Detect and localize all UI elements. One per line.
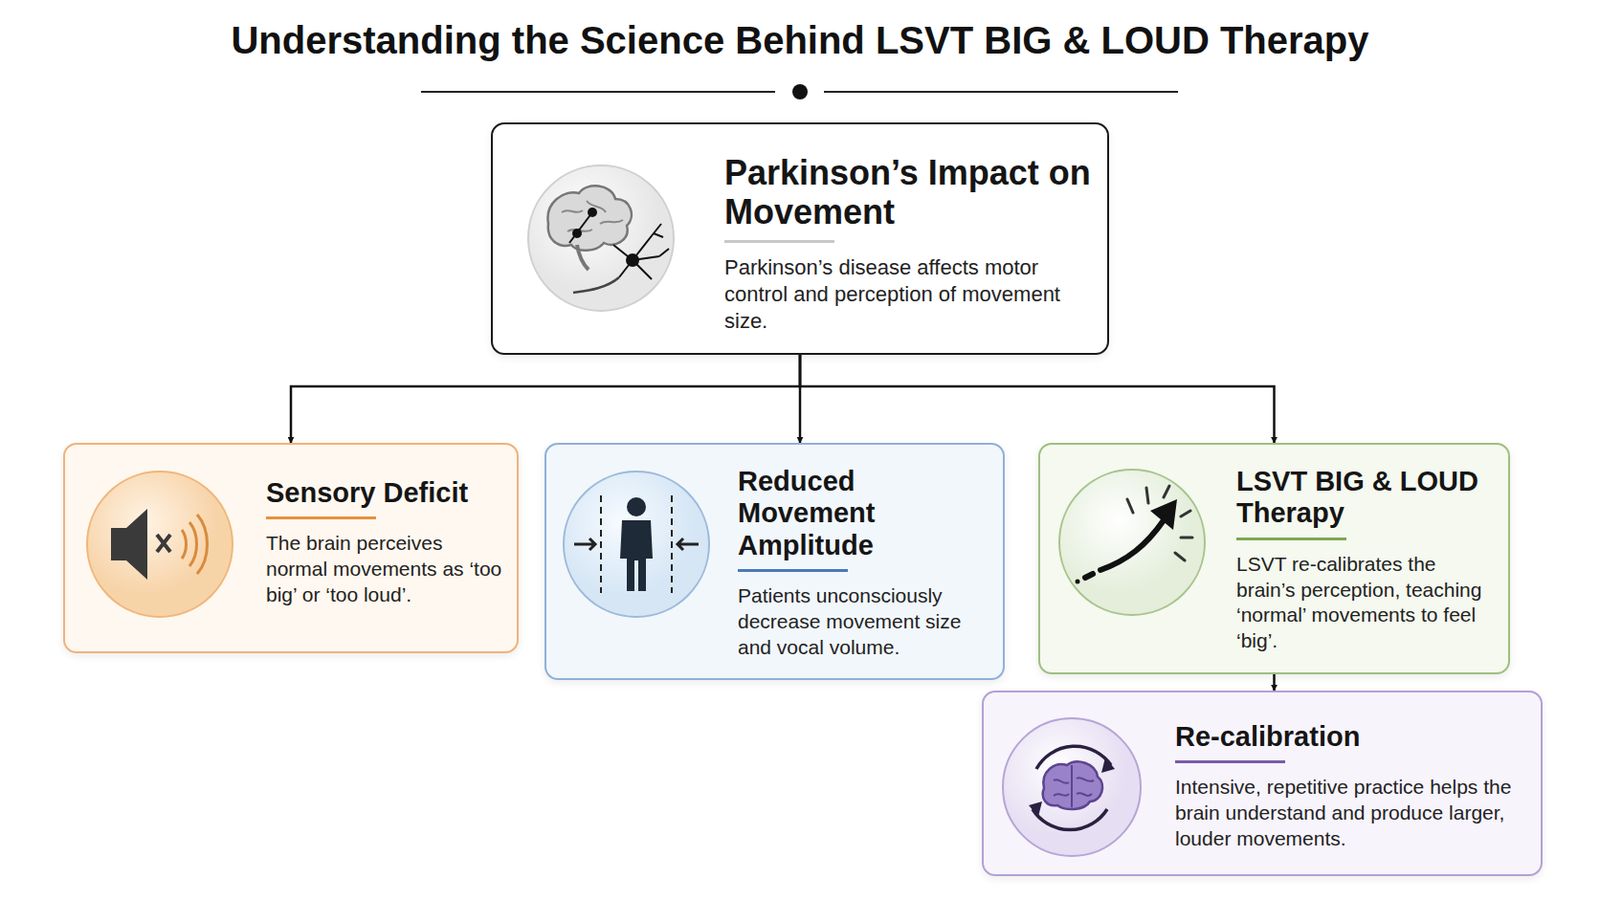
box-body: The brain perceives normal movements as … xyxy=(266,531,506,609)
flow-arrow xyxy=(1272,674,1276,691)
flow-arrow xyxy=(800,355,1275,444)
text-column: Reduced Movement AmplitudePatients uncon… xyxy=(737,466,992,662)
brain-cycle-icon xyxy=(990,706,1154,869)
box-body: Patients unconsciously decrease movement… xyxy=(737,583,992,662)
process-box: Re-calibrationIntensive, repetitive prac… xyxy=(981,690,1543,877)
title-rule xyxy=(421,84,1178,100)
heading-underline xyxy=(266,516,377,520)
process-box: Sensory DeficitThe brain perceives norma… xyxy=(63,443,519,654)
text-column: LSVT BIG & LOUD TherapyLSVT re-calibrate… xyxy=(1236,466,1497,655)
heading-underline xyxy=(1175,760,1286,764)
muted-speaker-icon xyxy=(78,463,242,626)
box-body: LSVT re-calibrates the brain’s perceptio… xyxy=(1236,552,1497,656)
flow-arrow xyxy=(290,355,800,444)
box-body: Parkinson’s disease affects motor contro… xyxy=(724,254,1093,335)
person-shrink-icon xyxy=(555,463,718,626)
text-column: Sensory DeficitThe brain perceives norma… xyxy=(266,477,506,609)
text-column: Re-calibrationIntensive, repetitive prac… xyxy=(1175,721,1530,853)
heading-underline xyxy=(724,240,835,244)
process-box: Reduced Movement AmplitudePatients uncon… xyxy=(544,443,1005,681)
process-box: LSVT BIG & LOUD TherapyLSVT re-calibrate… xyxy=(1038,443,1511,675)
brain-neuron-icon xyxy=(519,156,683,320)
text-column: Parkinson’s Impact on MovementParkinson’… xyxy=(724,153,1093,335)
box-heading: LSVT BIG & LOUD Therapy xyxy=(1236,466,1497,531)
process-box: Parkinson’s Impact on MovementParkinson’… xyxy=(490,122,1110,356)
box-heading: Sensory Deficit xyxy=(266,477,506,510)
heading-underline xyxy=(1236,537,1347,541)
box-body: Intensive, repetitive practice helps the… xyxy=(1175,775,1530,853)
box-heading: Re-calibration xyxy=(1175,721,1530,754)
diagram-title: Understanding the Science Behind LSVT BI… xyxy=(0,19,1600,63)
heading-underline xyxy=(737,569,848,573)
box-heading: Reduced Movement Amplitude xyxy=(737,466,992,562)
growth-arrow-icon xyxy=(1050,461,1214,624)
box-heading: Parkinson’s Impact on Movement xyxy=(724,153,1093,233)
